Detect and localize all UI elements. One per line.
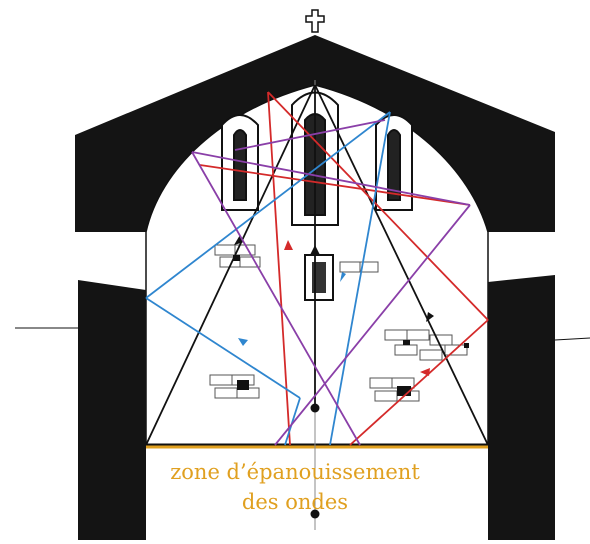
source-dot xyxy=(311,404,320,413)
zone-caption-line1: zone d’épanouissement xyxy=(0,460,590,484)
cross-icon xyxy=(306,10,324,32)
zone-caption-line2: des ondes xyxy=(0,490,590,514)
middle-window xyxy=(305,255,333,300)
